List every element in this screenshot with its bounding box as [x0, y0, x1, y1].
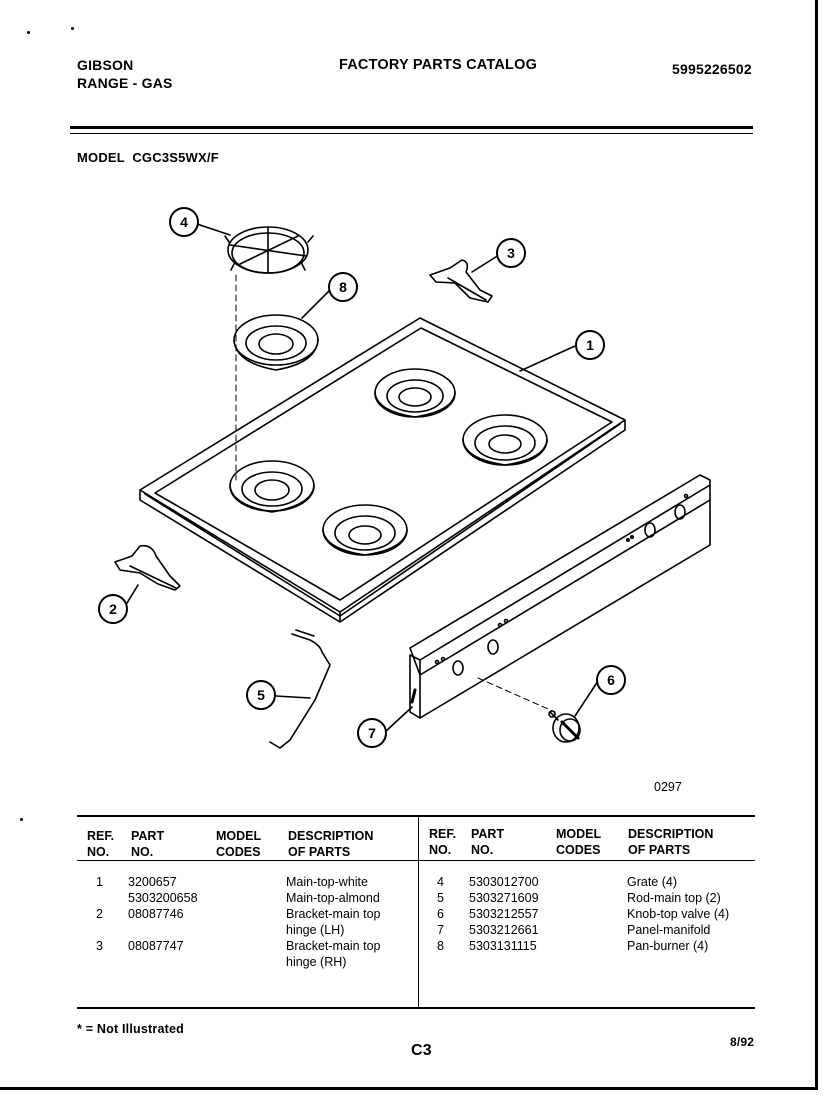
exploded-parts-diagram: 4 8 3 1 2 5 7 6: [98, 207, 711, 749]
page-frame: [0, 0, 818, 1090]
row-ref: 4: [437, 875, 444, 889]
callout-3: 3: [507, 245, 515, 261]
page-number: C3: [411, 1042, 432, 1059]
knob-part: [548, 710, 581, 743]
row-ref: 8: [437, 939, 444, 953]
grate-part: [224, 226, 314, 274]
scan-mark: [27, 31, 30, 34]
callout-6: 6: [607, 672, 615, 688]
table-center-divider: [418, 815, 419, 1008]
row-desc: Main-top-white: [286, 875, 368, 889]
row-desc: Main-top-almond: [286, 891, 380, 905]
catalog-number: 5995226502: [672, 61, 752, 77]
row-desc: Pan-burner (4): [627, 939, 709, 953]
not-illustrated-note: * = Not Illustrated: [77, 1022, 184, 1036]
burner-rear-left: [229, 460, 315, 513]
burner-front-right: [462, 414, 548, 466]
drawing-code: 0297: [654, 780, 682, 794]
product-type: RANGE - GAS: [77, 75, 173, 91]
table-header-rule: [77, 860, 755, 861]
row-ref: 1: [96, 875, 103, 889]
row-part: 5303012700: [469, 875, 539, 889]
row-part: 08087747: [128, 939, 184, 953]
row-part: 5303212661: [469, 923, 539, 937]
row-ref: 5: [437, 891, 444, 905]
row-part: 08087746: [128, 907, 184, 921]
col-header-ref: REF.NO.: [87, 829, 115, 859]
row-ref: 6: [437, 907, 444, 921]
row-part: 5303271609: [469, 891, 539, 905]
row-desc: Panel-manifold: [627, 923, 711, 937]
row-part: 3200657: [128, 875, 177, 889]
brand-name: GIBSON: [77, 57, 134, 73]
row-desc: Bracket-main top: [286, 907, 381, 921]
header-rule-thin: [70, 133, 753, 134]
bracket-lh-part: [114, 544, 181, 591]
catalog-title: FACTORY PARTS CATALOG: [339, 57, 538, 73]
col-header-ref: REF.NO.: [429, 827, 457, 857]
burner-rear-right: [374, 368, 456, 418]
row-part: 5303212557: [469, 907, 539, 921]
callout-7: 7: [368, 725, 376, 741]
row-part: 5303200658: [128, 891, 198, 905]
row-ref: 3: [96, 939, 103, 953]
row-desc: hinge (RH): [286, 955, 347, 969]
model-line: MODEL CGC3S5WX/F: [77, 150, 219, 165]
row-part: 5303131115: [469, 939, 537, 953]
header-rule-thick: [70, 126, 753, 129]
row-ref: 7: [437, 923, 444, 937]
callout-5: 5: [257, 687, 265, 703]
table-top-rule: [77, 815, 755, 817]
burner-pan-part: [233, 314, 319, 371]
main-top-part: [139, 317, 626, 623]
scan-mark: [71, 27, 74, 30]
callout-8: 8: [339, 279, 347, 295]
burner-front-left: [322, 504, 408, 556]
row-ref: 2: [96, 907, 103, 921]
callout-4: 4: [180, 214, 188, 230]
row-desc: Grate (4): [627, 875, 678, 889]
row-desc: Knob-top valve (4): [627, 907, 730, 921]
scan-mark: [20, 818, 23, 821]
callout-1: 1: [586, 337, 594, 353]
rod-part: [269, 629, 331, 749]
table-bottom-rule: [77, 1007, 755, 1009]
row-desc: Bracket-main top: [286, 939, 381, 953]
catalog-date: 8/92: [730, 1035, 755, 1049]
bracket-rh-part: [429, 259, 493, 303]
row-desc: hinge (LH): [286, 923, 345, 937]
row-desc: Rod-main top (2): [627, 891, 721, 905]
callout-2: 2: [109, 601, 117, 617]
manifold-panel-part: [409, 474, 711, 719]
